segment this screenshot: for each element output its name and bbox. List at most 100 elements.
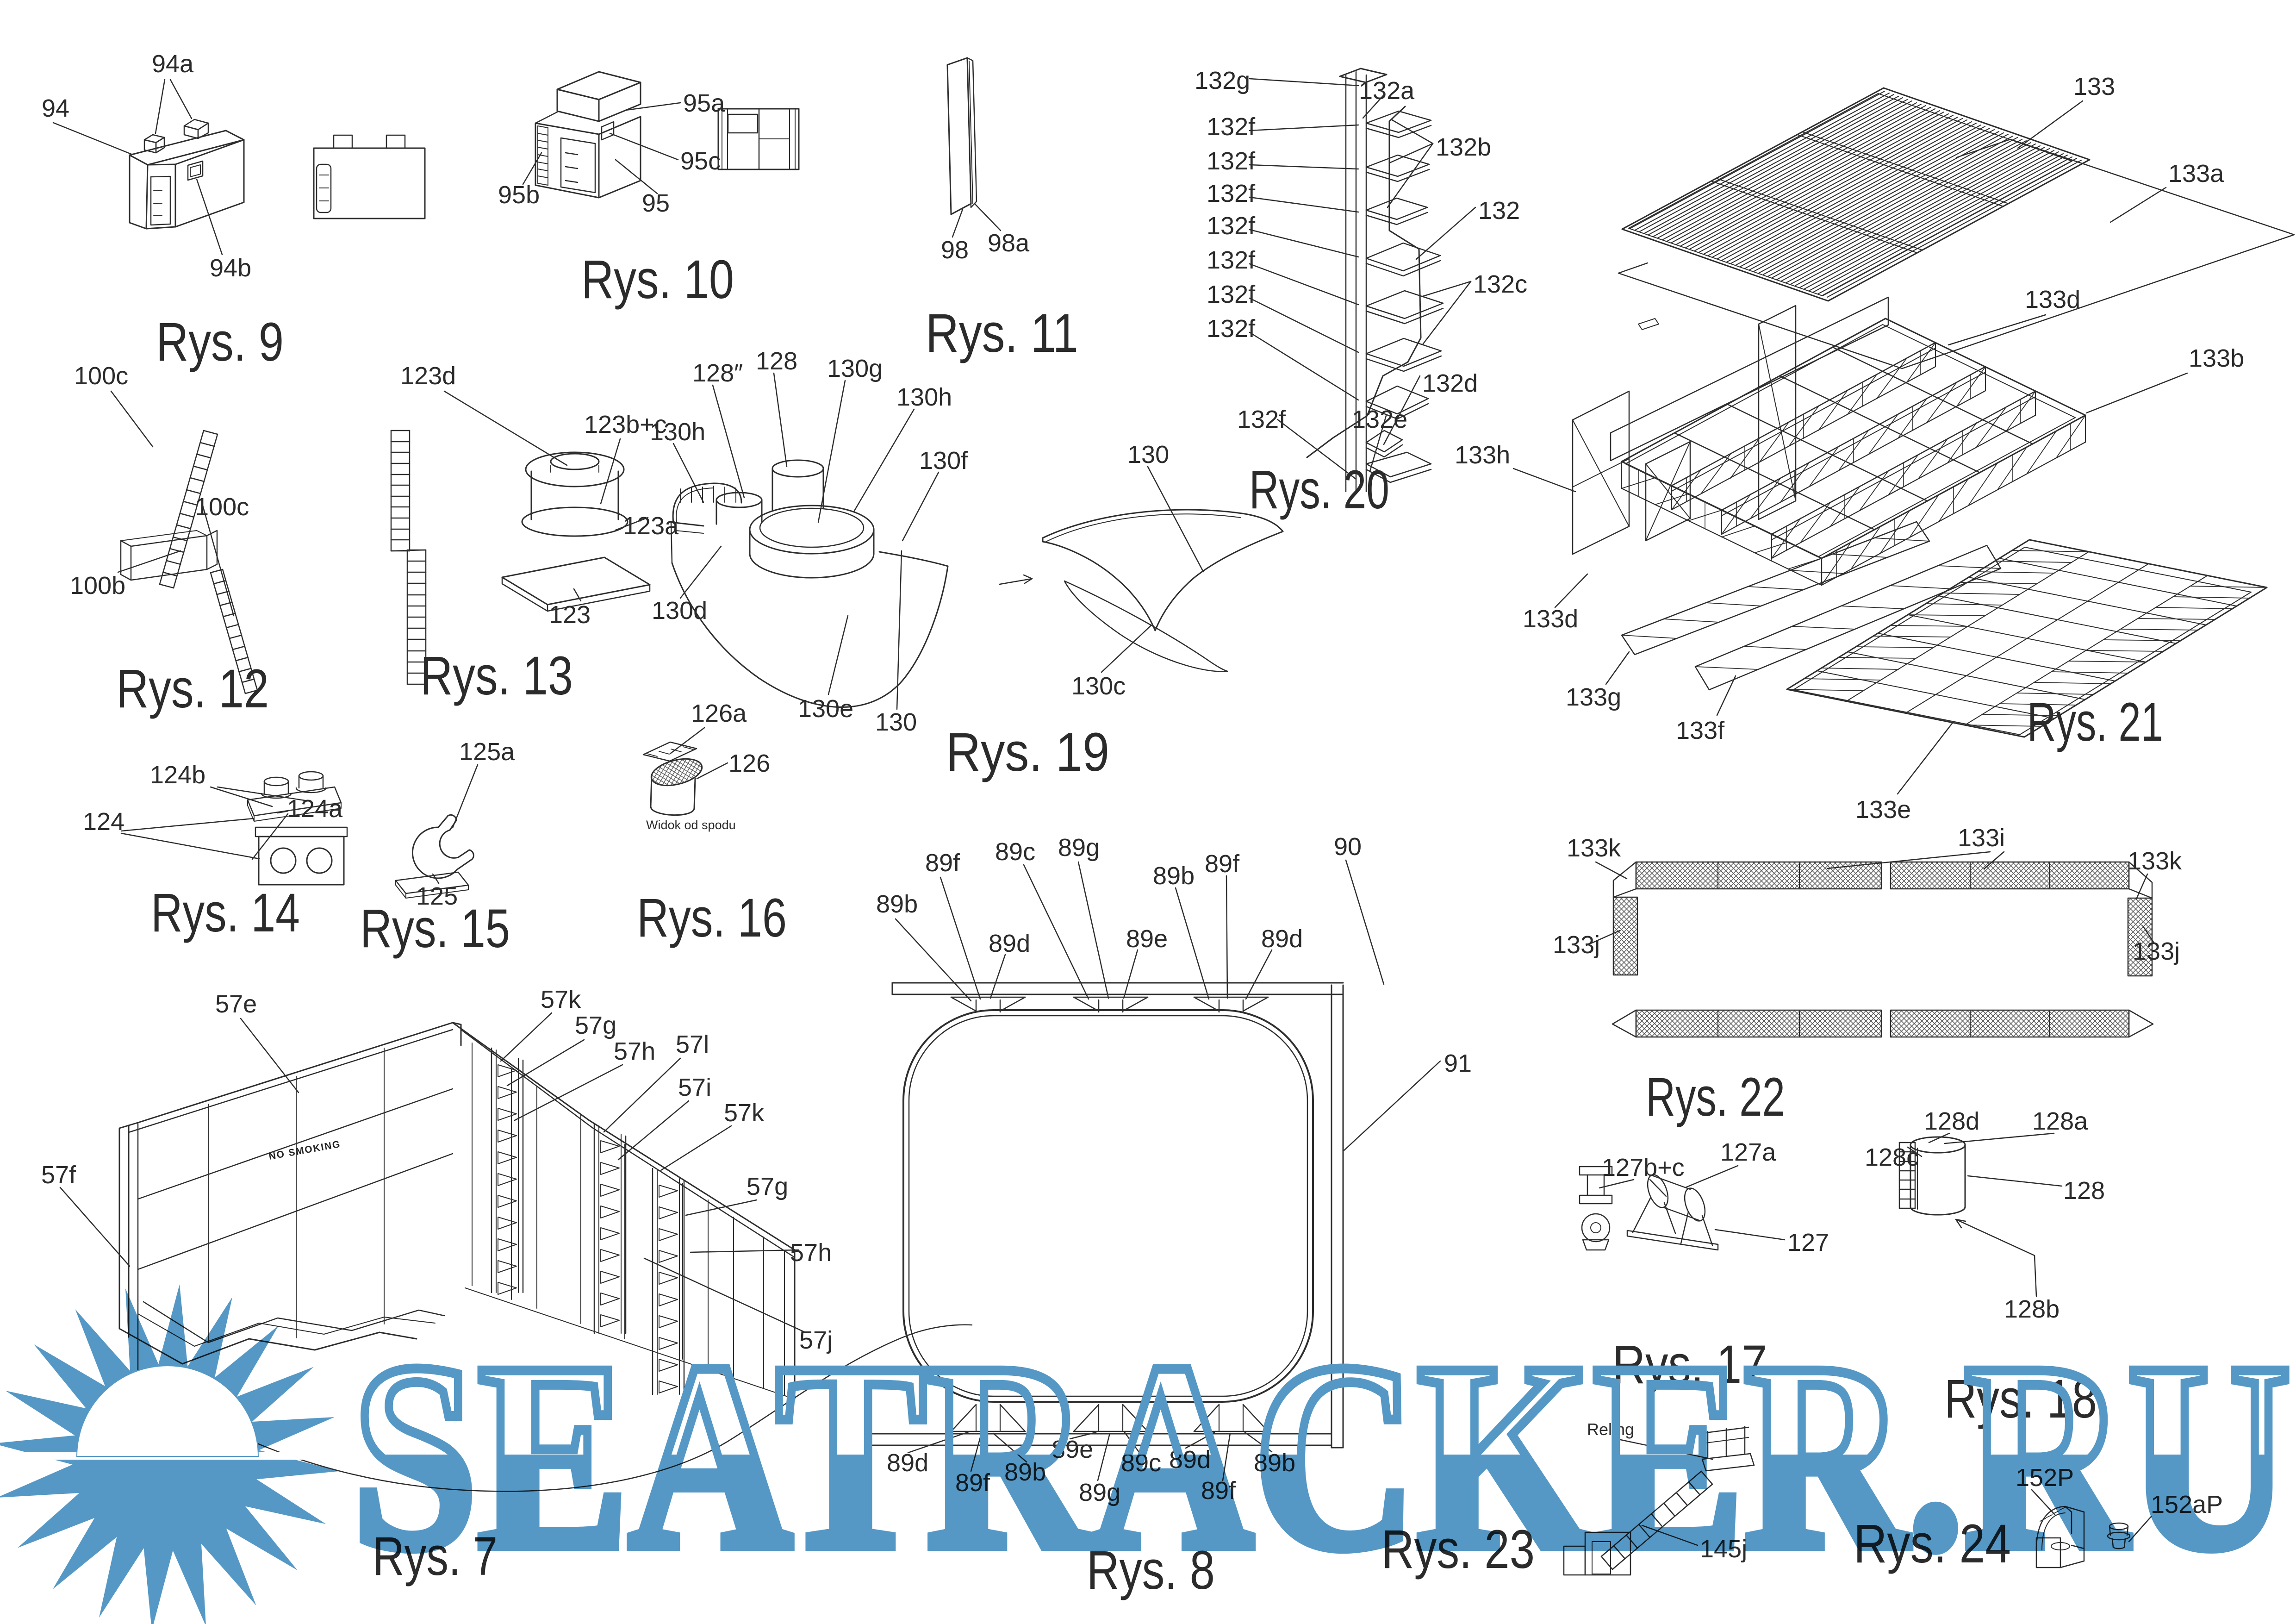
svg-text:Reling: Reling bbox=[1587, 1420, 1634, 1439]
svg-text:57h: 57h bbox=[790, 1239, 832, 1267]
svg-text:132f: 132f bbox=[1237, 406, 1286, 433]
svg-text:127a: 127a bbox=[1720, 1138, 1776, 1166]
svg-text:98: 98 bbox=[941, 236, 969, 264]
svg-text:57g: 57g bbox=[747, 1173, 788, 1200]
svg-text:SEATRACKER.RU: SEATRACKER.RU bbox=[352, 1307, 2291, 1605]
svg-text:132d: 132d bbox=[1422, 369, 1478, 397]
svg-text:Rys. 18: Rys. 18 bbox=[1944, 1368, 2097, 1430]
svg-text:130h: 130h bbox=[650, 418, 705, 446]
svg-text:94a: 94a bbox=[152, 50, 194, 78]
svg-text:128d: 128d bbox=[1924, 1107, 1979, 1135]
svg-text:126: 126 bbox=[728, 750, 770, 777]
svg-text:133j: 133j bbox=[2133, 937, 2180, 965]
svg-text:133g: 133g bbox=[1566, 683, 1621, 711]
svg-text:95c: 95c bbox=[680, 147, 721, 175]
svg-text:133: 133 bbox=[2073, 73, 2115, 100]
svg-text:133k: 133k bbox=[1567, 834, 1621, 862]
svg-text:130d: 130d bbox=[652, 597, 707, 625]
svg-text:Rys. 11: Rys. 11 bbox=[926, 303, 1078, 364]
svg-text:89b: 89b bbox=[1004, 1458, 1046, 1486]
svg-text:57f: 57f bbox=[41, 1161, 76, 1189]
svg-text:132: 132 bbox=[1478, 197, 1520, 225]
svg-text:100c: 100c bbox=[74, 362, 128, 390]
svg-text:132f: 132f bbox=[1207, 246, 1256, 274]
svg-text:57j: 57j bbox=[799, 1326, 833, 1354]
svg-text:57g: 57g bbox=[575, 1012, 616, 1039]
svg-text:Rys. 12: Rys. 12 bbox=[116, 658, 269, 719]
svg-text:132a: 132a bbox=[1359, 77, 1415, 105]
svg-text:128c: 128c bbox=[1865, 1143, 1919, 1171]
svg-text:127: 127 bbox=[1787, 1229, 1829, 1256]
svg-text:132f: 132f bbox=[1207, 180, 1256, 207]
svg-text:130: 130 bbox=[1127, 441, 1169, 468]
svg-text:Rys. 10: Rys. 10 bbox=[581, 249, 734, 310]
svg-text:Rys. 23: Rys. 23 bbox=[1381, 1519, 1535, 1580]
svg-text:Rys. 24: Rys. 24 bbox=[1854, 1513, 2011, 1574]
svg-text:126a: 126a bbox=[691, 700, 747, 727]
svg-text:89e: 89e bbox=[1052, 1436, 1093, 1463]
svg-text:Rys. 22: Rys. 22 bbox=[1646, 1067, 1785, 1128]
svg-text:133f: 133f bbox=[1676, 717, 1725, 744]
svg-text:152aP: 152aP bbox=[2151, 1491, 2223, 1518]
svg-text:133a: 133a bbox=[2168, 160, 2224, 187]
svg-text:130c: 130c bbox=[1071, 672, 1126, 700]
svg-text:125a: 125a bbox=[459, 738, 515, 766]
svg-text:95b: 95b bbox=[498, 181, 540, 209]
svg-text:132e: 132e bbox=[1352, 406, 1407, 433]
svg-text:132g: 132g bbox=[1195, 67, 1250, 94]
svg-text:89f: 89f bbox=[925, 849, 960, 877]
svg-text:89b: 89b bbox=[1254, 1449, 1295, 1477]
svg-text:Rys. 15: Rys. 15 bbox=[360, 898, 510, 959]
svg-text:130: 130 bbox=[875, 708, 917, 736]
svg-text:95a: 95a bbox=[683, 89, 725, 117]
svg-text:132f: 132f bbox=[1207, 113, 1256, 141]
svg-text:89g: 89g bbox=[1058, 834, 1100, 862]
svg-text:Rys. 9: Rys. 9 bbox=[156, 312, 284, 373]
svg-text:94: 94 bbox=[42, 94, 69, 122]
svg-text:Rys. 14: Rys. 14 bbox=[151, 882, 300, 943]
svg-text:89f: 89f bbox=[1201, 1477, 1236, 1505]
svg-text:130e: 130e bbox=[798, 695, 853, 723]
svg-text:133b: 133b bbox=[2189, 344, 2244, 372]
svg-text:57i: 57i bbox=[678, 1074, 711, 1101]
svg-text:57k: 57k bbox=[724, 1099, 765, 1127]
svg-text:SEATRACKER.RU: SEATRACKER.RU bbox=[352, 1307, 2291, 1605]
svg-text:89f: 89f bbox=[1205, 850, 1240, 878]
svg-text:Rys. 16: Rys. 16 bbox=[637, 887, 787, 949]
svg-text:132f: 132f bbox=[1207, 281, 1256, 308]
svg-text:89b: 89b bbox=[1153, 862, 1195, 890]
svg-text:57l: 57l bbox=[676, 1031, 709, 1058]
svg-text:89e: 89e bbox=[1126, 925, 1168, 953]
svg-text:123b+c: 123b+c bbox=[584, 411, 667, 438]
svg-text:Rys. 17: Rys. 17 bbox=[1612, 1334, 1767, 1395]
svg-text:133e: 133e bbox=[1855, 796, 1911, 824]
svg-text:89c: 89c bbox=[1121, 1449, 1161, 1477]
svg-text:152P: 152P bbox=[2016, 1464, 2074, 1492]
svg-text:124: 124 bbox=[83, 808, 124, 836]
svg-text:Rys. 20: Rys. 20 bbox=[1249, 459, 1389, 520]
svg-text:133i: 133i bbox=[1958, 824, 2005, 852]
svg-text:57k: 57k bbox=[541, 986, 581, 1013]
svg-text:Rys. 19: Rys. 19 bbox=[946, 722, 1109, 783]
svg-text:128″: 128″ bbox=[692, 359, 743, 387]
svg-text:128b: 128b bbox=[2004, 1295, 2060, 1323]
svg-text:130f: 130f bbox=[919, 447, 968, 475]
svg-text:57e: 57e bbox=[215, 990, 257, 1018]
svg-text:133h: 133h bbox=[1455, 441, 1510, 469]
svg-text:130g: 130g bbox=[827, 355, 883, 382]
svg-text:133j: 133j bbox=[1553, 931, 1600, 959]
svg-text:100c: 100c bbox=[195, 493, 249, 521]
svg-text:89b: 89b bbox=[876, 890, 918, 918]
svg-text:132c: 132c bbox=[1473, 270, 1527, 298]
svg-text:132f: 132f bbox=[1207, 315, 1256, 343]
svg-text:90: 90 bbox=[1334, 833, 1362, 861]
svg-text:100b: 100b bbox=[70, 572, 125, 600]
svg-text:130h: 130h bbox=[896, 383, 952, 411]
svg-text:89d: 89d bbox=[989, 930, 1030, 957]
svg-text:133d: 133d bbox=[1523, 605, 1578, 633]
svg-text:Rys. 8: Rys. 8 bbox=[1087, 1540, 1215, 1601]
svg-text:Rys. 13: Rys. 13 bbox=[420, 645, 573, 706]
svg-text:94b: 94b bbox=[210, 254, 251, 282]
svg-text:89d: 89d bbox=[1261, 925, 1303, 953]
svg-text:89f: 89f bbox=[955, 1469, 990, 1497]
